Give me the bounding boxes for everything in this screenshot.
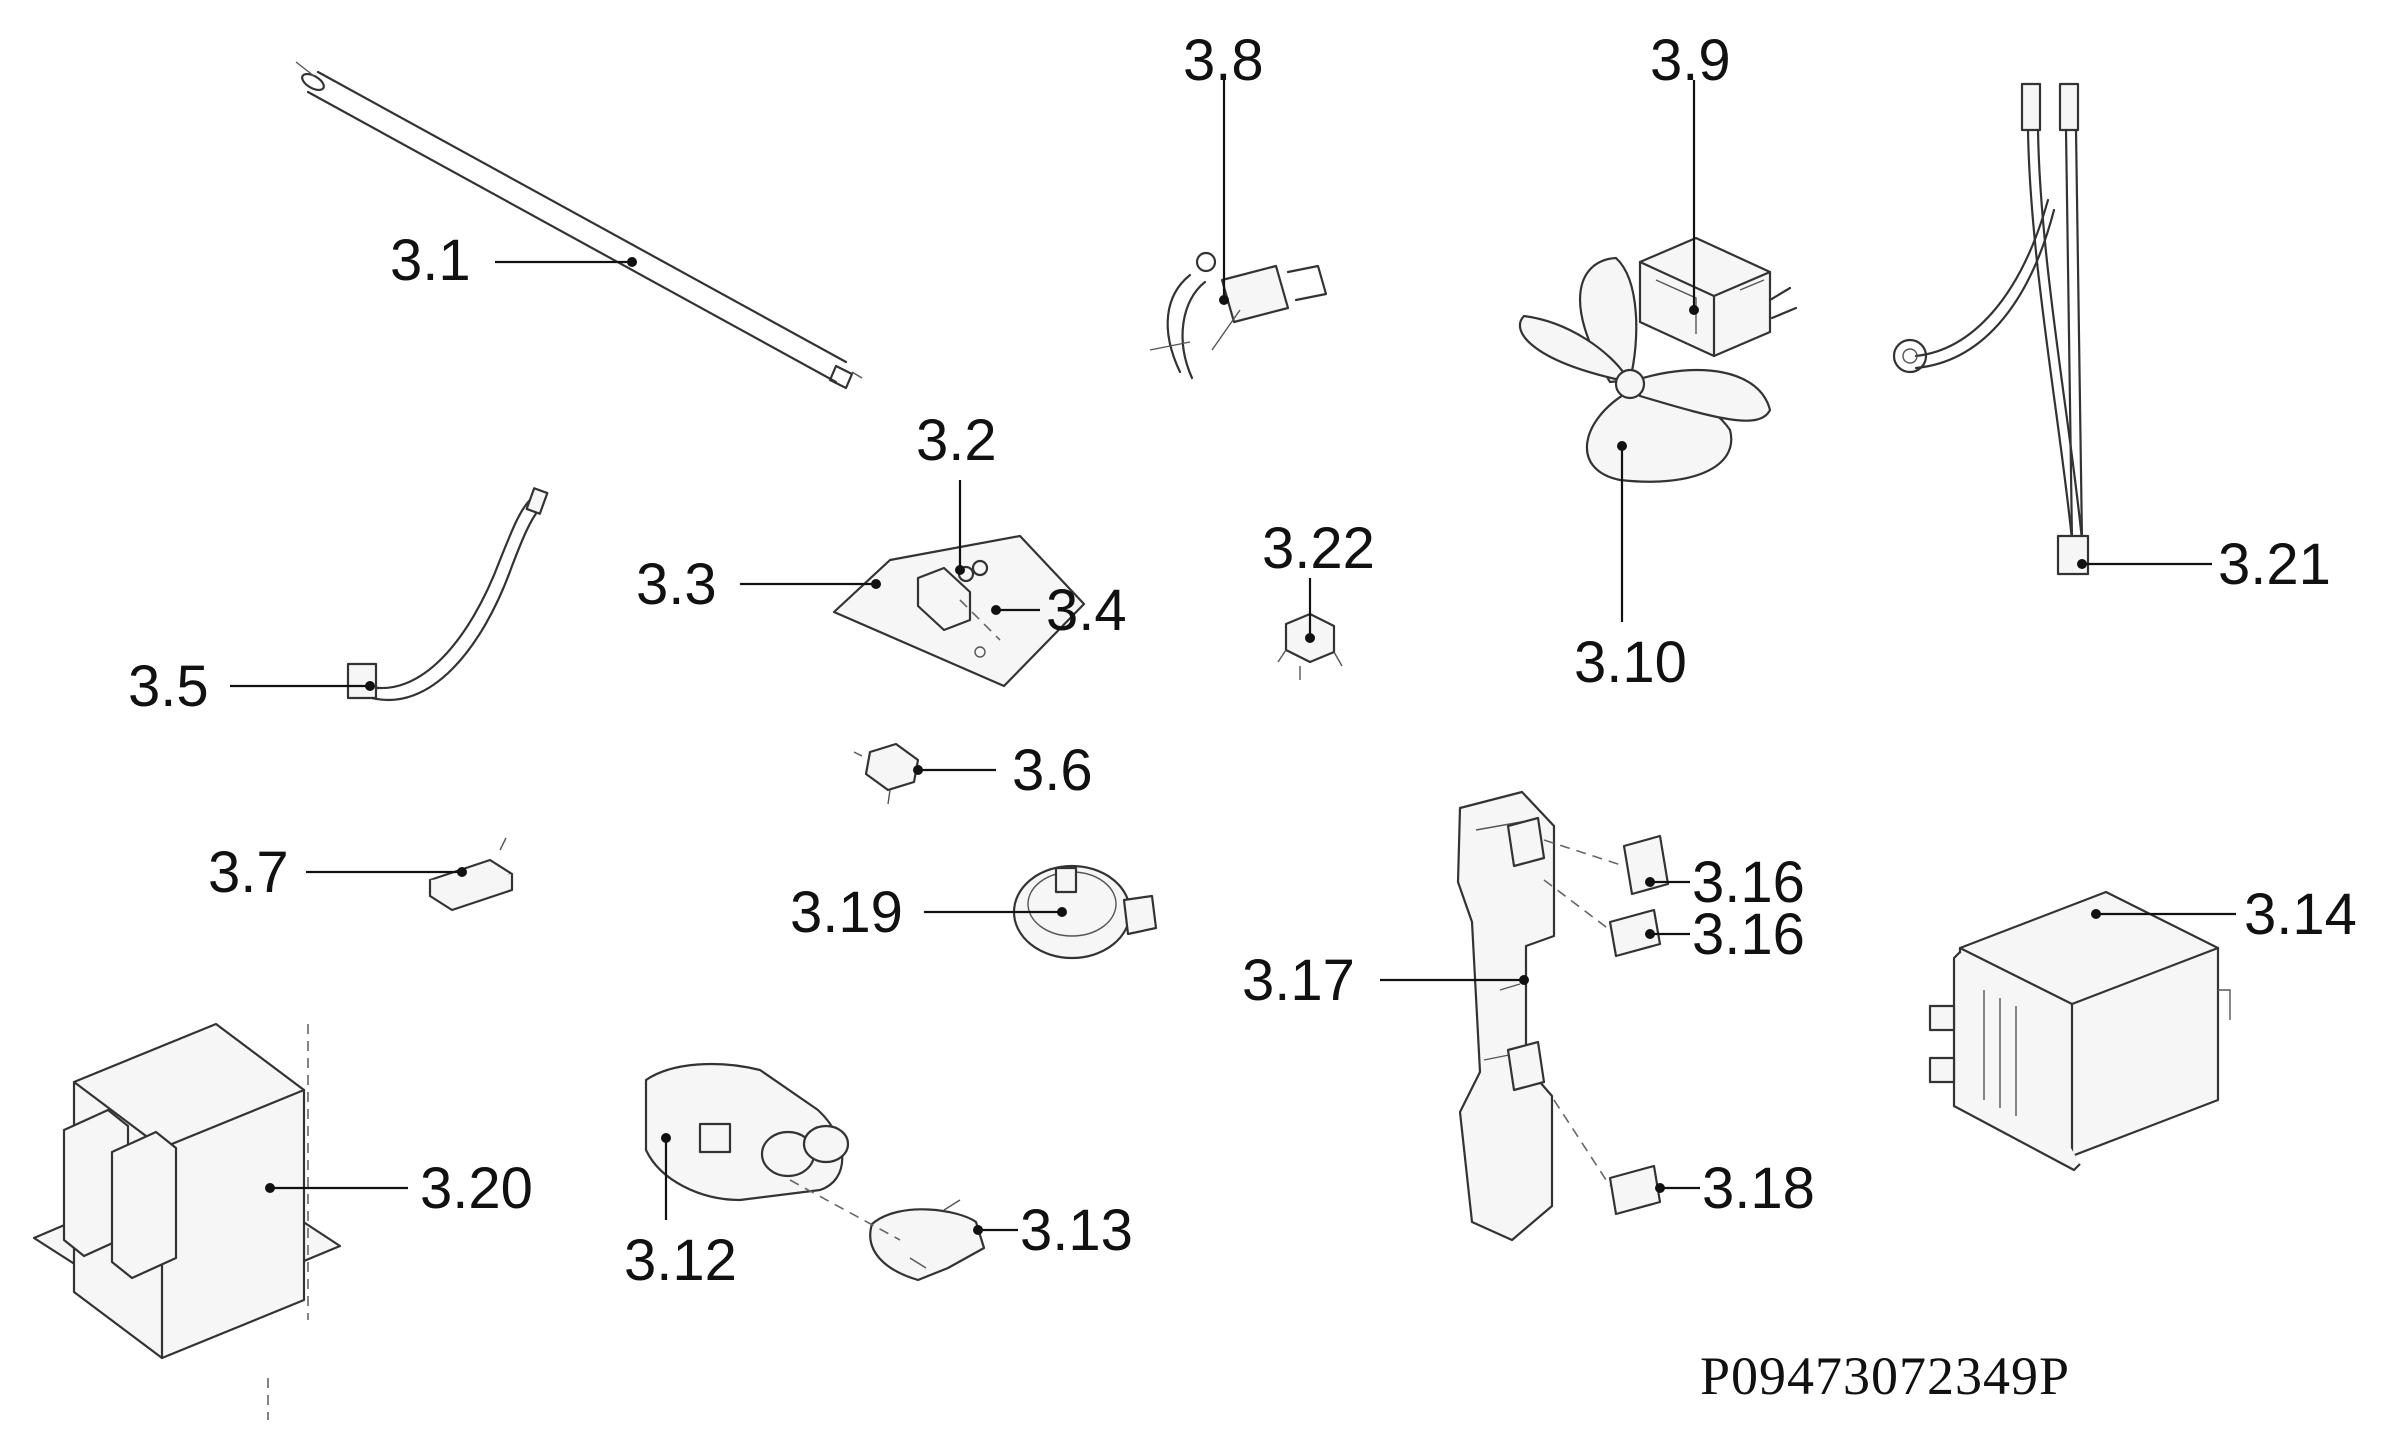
leader-dot-3-18 — [1655, 1183, 1665, 1193]
label-3-20: 3.20 — [420, 1156, 533, 1221]
leader-dot-3-19 — [1057, 907, 1067, 917]
part-control-board — [832, 534, 1086, 688]
label-3-17: 3.17 — [1242, 948, 1355, 1013]
leader-dot-3-8 — [1219, 295, 1229, 305]
leader-dot-3-13 — [973, 1225, 983, 1235]
part-microswitch-c — [1608, 1164, 1662, 1216]
leader-dot-3-14 — [2091, 909, 2101, 919]
part-wire-harness — [1892, 82, 2090, 576]
part-hv-capacitor — [644, 1062, 850, 1202]
leader-dot-3-2 — [955, 565, 965, 575]
leader-dot-3-3 — [871, 579, 881, 589]
leader-dot-3-4 — [991, 605, 1001, 615]
drawing-code: P09473072349P — [1700, 1346, 2070, 1406]
label-3-21: 3.21 — [2218, 532, 2331, 597]
leader-dot-3-21 — [2077, 559, 2087, 569]
part-microswitch-b — [1608, 908, 1662, 958]
leader-dot-3-16-b — [1645, 929, 1655, 939]
label-3-16-b: 3.16 — [1692, 902, 1805, 967]
leader-dot-3-6 — [913, 765, 923, 775]
part-fan-motor — [1638, 236, 1798, 358]
leader-dot-3-5 — [365, 681, 375, 691]
label-3-18: 3.18 — [1702, 1156, 1815, 1221]
leader-dot-3-10 — [1617, 441, 1627, 451]
label-3-22: 3.22 — [1262, 516, 1375, 581]
part-magnetron — [1928, 890, 2231, 1172]
label-3-16-a: 3.16 — [1692, 850, 1805, 915]
label-3-13: 3.13 — [1020, 1198, 1133, 1263]
part-heating-tube — [295, 61, 863, 390]
label-3-2: 3.2 — [916, 408, 997, 473]
part-switch-cover — [428, 837, 514, 912]
part-wire-lead — [346, 487, 549, 701]
leader-dot-3-1 — [627, 257, 637, 267]
leader-dot-3-12 — [661, 1133, 671, 1143]
label-3-5: 3.5 — [128, 654, 209, 719]
part-microswitch-a — [1622, 834, 1670, 896]
label-3-1: 3.1 — [390, 228, 471, 293]
part-lamp-holder — [1149, 251, 1328, 380]
label-3-10: 3.10 — [1574, 630, 1687, 695]
part-thermal-fuse — [853, 742, 920, 805]
part-turntable-motor — [1012, 864, 1158, 960]
leader-dot-3-22 — [1305, 633, 1315, 643]
label-3-7: 3.7 — [208, 840, 289, 905]
label-3-9: 3.9 — [1650, 28, 1731, 93]
part-hv-transformer — [32, 1022, 342, 1420]
leader-dot-3-17 — [1519, 975, 1529, 985]
label-3-4: 3.4 — [1046, 578, 1127, 643]
label-3-6: 3.6 — [1012, 738, 1093, 803]
assembly-guide-lines — [1543, 839, 1625, 1187]
label-3-8: 3.8 — [1183, 28, 1264, 93]
label-3-3: 3.3 — [636, 552, 717, 617]
label-3-12: 3.12 — [624, 1228, 737, 1293]
label-3-14: 3.14 — [2244, 882, 2357, 947]
leader-dot-3-16-a — [1645, 877, 1655, 887]
part-capacitor-bracket — [869, 1199, 986, 1282]
label-3-19: 3.19 — [790, 880, 903, 945]
part-fan-blade — [1518, 256, 1772, 483]
leader-dot-3-20 — [265, 1183, 275, 1193]
leader-dot-3-7 — [457, 867, 467, 877]
part-switch-holder — [1456, 790, 1556, 1242]
capacitor-guide-line — [789, 1179, 901, 1241]
leader-dot-3-9 — [1689, 305, 1699, 315]
